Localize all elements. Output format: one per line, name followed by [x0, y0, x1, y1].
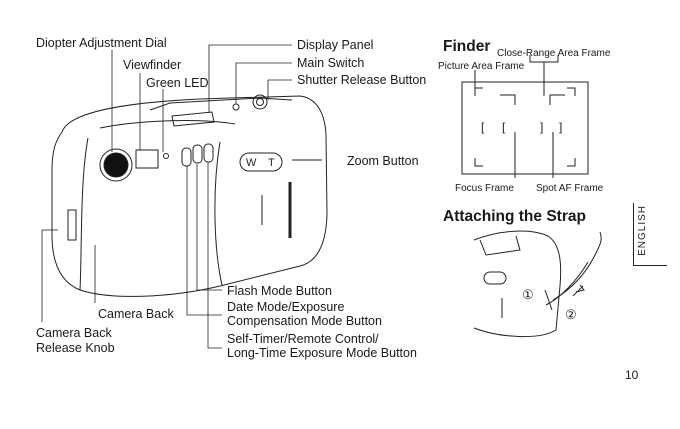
flash-mode-button [192, 144, 203, 164]
language-tab: ENGLISH [633, 203, 650, 265]
selftimer-button [203, 143, 214, 163]
label-main-switch: Main Switch [297, 56, 365, 70]
label-close-range-frame: Close-Range Area Frame [497, 48, 611, 59]
label-camera-back: Camera Back [98, 307, 174, 321]
label-display-panel: Display Panel [297, 38, 374, 52]
svg-text:[: [ [481, 120, 485, 134]
viewfinder-window [135, 149, 159, 169]
diopter-dial [103, 152, 129, 178]
label-green-led: Green LED [146, 76, 209, 90]
label-viewfinder: Viewfinder [123, 58, 182, 72]
label-flash-mode-button: Flash Mode Button [227, 284, 332, 298]
label-diopter-dial: Diopter Adjustment Dial [36, 36, 167, 50]
svg-text:W: W [246, 157, 257, 169]
label-date-mode-line1: Date Mode/Exposure [227, 300, 345, 314]
svg-text:T: T [268, 157, 275, 169]
label-picture-area-frame: Picture Area Frame [438, 61, 525, 72]
camera-body [51, 95, 328, 297]
label-back-release-line1: Camera Back [36, 326, 112, 340]
svg-text:[: [ [502, 120, 506, 134]
strap-step-1: ① [522, 287, 534, 302]
label-back-release-line2: Release Knob [36, 341, 115, 355]
date-mode-button [181, 147, 192, 167]
language-tab-label: ENGLISH [637, 205, 648, 256]
main-switch [232, 103, 240, 111]
svg-text:]: ] [559, 120, 562, 134]
language-tab-rule [633, 265, 667, 266]
label-shutter-button: Shutter Release Button [297, 73, 427, 87]
label-zoom-button: Zoom Button [347, 154, 419, 168]
display-panel-window [171, 111, 215, 127]
page-number: 10 [625, 368, 639, 382]
label-spot-af-frame: Spot AF Frame [536, 183, 604, 194]
finder-heading: Finder [443, 38, 491, 55]
svg-text:]: ] [540, 120, 543, 134]
zoom-button [239, 152, 283, 172]
label-date-mode-line2: Compensation Mode Button [227, 314, 382, 328]
strap-heading: Attaching the Strap [443, 208, 586, 225]
green-led [163, 153, 169, 159]
label-selftimer-line1: Self-Timer/Remote Control/ [227, 332, 379, 346]
label-selftimer-line2: Long-Time Exposure Mode Button [227, 346, 417, 360]
shutter-button [252, 94, 268, 110]
strap-step-2: ② [565, 307, 577, 322]
label-focus-frame: Focus Frame [455, 183, 514, 194]
finder-frame [461, 81, 589, 175]
strap-camera-sketch [473, 230, 562, 337]
